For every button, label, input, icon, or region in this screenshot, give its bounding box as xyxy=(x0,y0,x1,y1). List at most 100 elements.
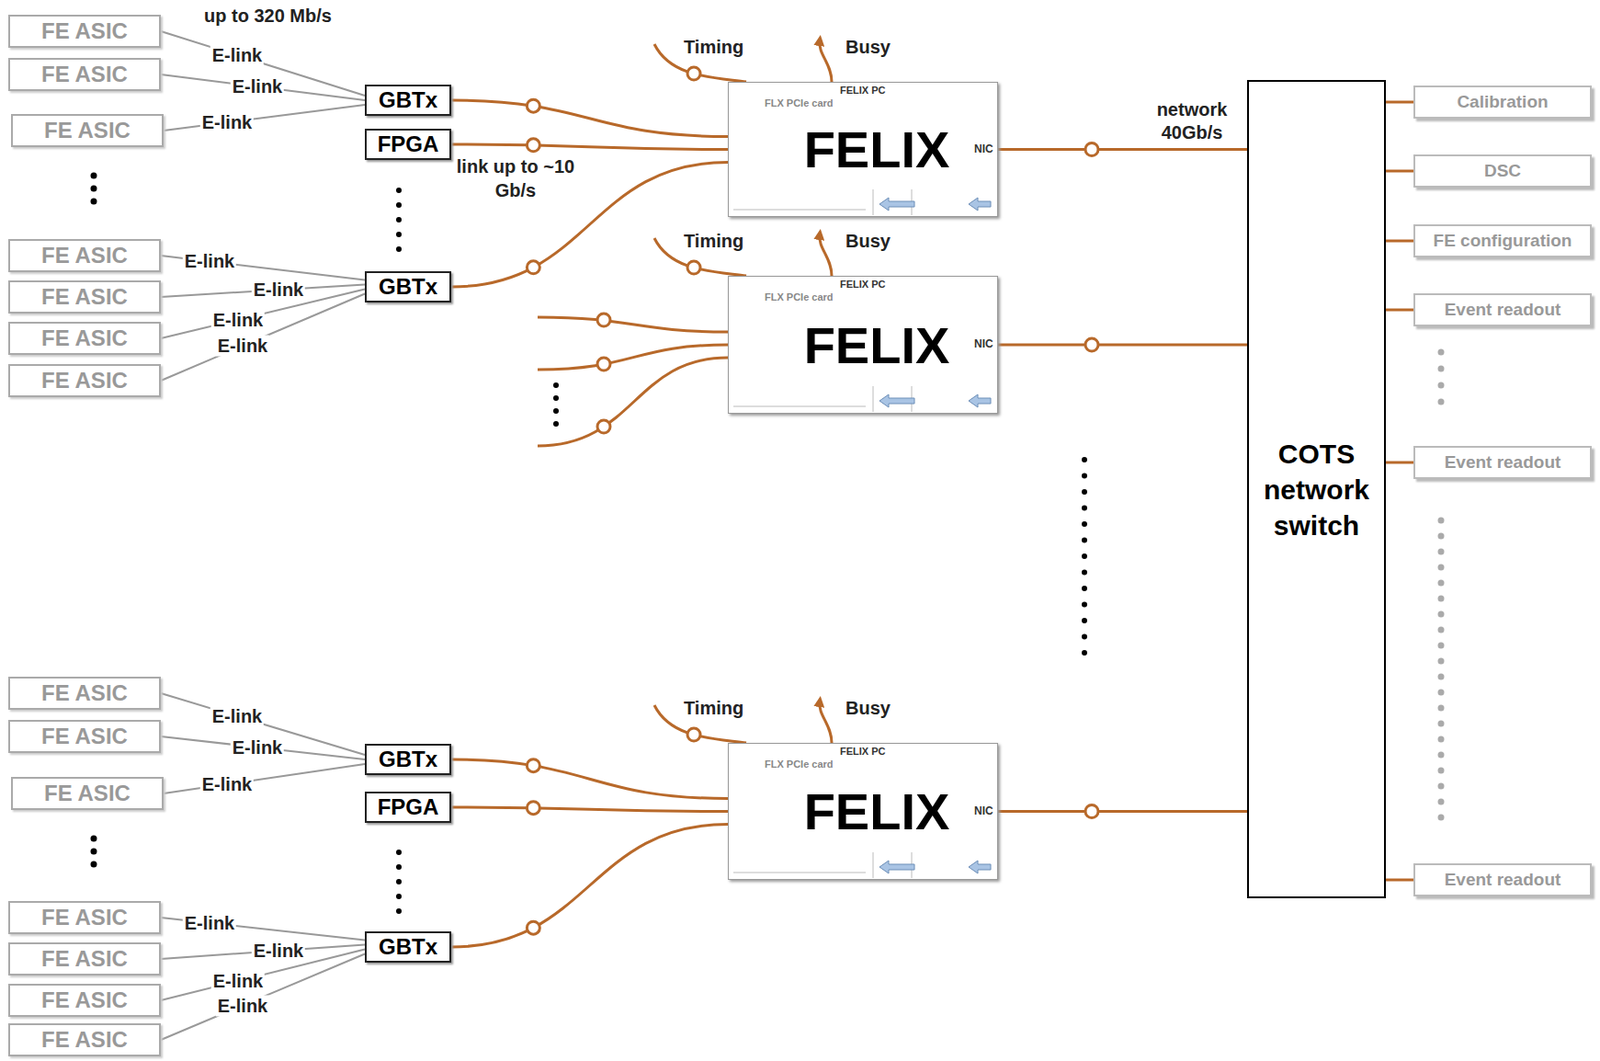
node-text: GBTx xyxy=(378,273,438,300)
fe-asic-box: FE ASIC xyxy=(8,983,161,1017)
annotation: NIC xyxy=(974,142,994,156)
node-text: FE ASIC xyxy=(41,283,128,310)
fe-asic-box: FE ASIC xyxy=(8,363,161,398)
edge-label: E-link xyxy=(215,335,270,357)
annotation: Timing xyxy=(683,36,744,58)
gbtx-box: FPGA xyxy=(364,128,452,160)
node-text: Calibration xyxy=(1456,91,1548,113)
node-text: FE ASIC xyxy=(44,117,131,144)
felix-internals xyxy=(733,189,991,216)
node-text: FE ASIC xyxy=(44,780,131,806)
node-text: FELIX xyxy=(804,781,951,841)
connector xyxy=(163,763,365,794)
fe-asic-box: FE ASIC xyxy=(8,1022,161,1056)
node-text: FELIX xyxy=(804,119,951,180)
node-text: COTS network switch xyxy=(1248,435,1385,544)
node-text: FE ASIC xyxy=(41,18,128,45)
connector xyxy=(998,805,1248,818)
ellipsis-dots xyxy=(1438,349,1445,821)
annotation: link up to ~10 Gb/s xyxy=(455,154,576,203)
connector xyxy=(160,74,365,101)
gbtx-box: GBTx xyxy=(364,743,452,775)
annotation: NIC xyxy=(974,337,994,351)
connector xyxy=(998,143,1248,157)
connector xyxy=(451,99,728,137)
node-text: Event readout xyxy=(1444,299,1562,320)
node-text: DSC xyxy=(1484,160,1521,182)
annotation: Busy xyxy=(845,697,891,719)
annotation: FLX PCIe card xyxy=(764,97,834,109)
edge-label: E-link xyxy=(211,970,265,992)
node-text: FE ASIC xyxy=(41,680,128,706)
service-box: Event readout xyxy=(1413,445,1592,479)
annotation: FELIX PC xyxy=(839,745,886,757)
node-text: FE ASIC xyxy=(41,242,128,269)
node-text: FE ASIC xyxy=(41,367,128,394)
connector xyxy=(1385,879,1414,881)
node-text: FPGA xyxy=(377,131,440,158)
node-text: Event readout xyxy=(1444,869,1562,890)
felix-internals xyxy=(733,385,991,412)
connector xyxy=(451,138,728,152)
annotation: up to 320 Mb/s xyxy=(204,5,332,27)
fe-asic-box: FE ASIC xyxy=(8,238,161,273)
edge-label: E-link xyxy=(182,911,237,933)
fe-asic-box: FE ASIC xyxy=(8,900,161,934)
edge-label: E-link xyxy=(210,45,264,67)
connector xyxy=(998,338,1248,352)
edge-label: E-link xyxy=(200,772,254,795)
node-text: FE ASIC xyxy=(41,987,128,1013)
gbtx-box: GBTx xyxy=(364,84,452,116)
connector xyxy=(160,953,365,1041)
node-text: FE configuration xyxy=(1433,230,1573,251)
edge-label: E-link xyxy=(182,250,237,273)
fe-asic-box: FE ASIC xyxy=(8,719,161,753)
edge-label: E-link xyxy=(251,940,306,962)
connector xyxy=(451,162,728,288)
connector xyxy=(1385,462,1414,464)
annotation: Busy xyxy=(845,36,891,58)
fe-asic-box: FE ASIC xyxy=(8,57,161,91)
annotation: FELIX PC xyxy=(839,278,886,290)
service-box: Event readout xyxy=(1413,862,1592,897)
edge-label: E-link xyxy=(230,736,284,758)
service-box: Calibration xyxy=(1413,85,1592,119)
connector xyxy=(1385,102,1414,103)
edge-label: E-link xyxy=(211,308,265,330)
fe-asic-box: FE ASIC xyxy=(8,321,161,355)
connector xyxy=(160,736,365,760)
node-text: FE ASIC xyxy=(41,61,128,88)
connector xyxy=(451,801,728,815)
fe-asic-box: FE ASIC xyxy=(8,280,161,314)
node-text: FELIX xyxy=(804,315,951,375)
gbtx-box: FPGA xyxy=(364,791,452,823)
edge-label: E-link xyxy=(230,76,284,98)
node-text: FE ASIC xyxy=(41,325,128,352)
annotation: Busy xyxy=(845,230,891,252)
node-text: GBTx xyxy=(378,87,438,114)
edge-label: E-link xyxy=(251,279,306,301)
node-text: FPGA xyxy=(377,794,440,820)
connector xyxy=(451,824,728,948)
connector xyxy=(451,759,728,799)
node-text: Event readout xyxy=(1444,452,1562,473)
annotation: Timing xyxy=(683,697,744,719)
edge-label: E-link xyxy=(210,705,264,727)
service-box: Event readout xyxy=(1413,293,1592,327)
connector xyxy=(1385,170,1414,172)
fe-asic-box: FE ASIC xyxy=(8,14,161,48)
connector xyxy=(1385,240,1414,242)
connector xyxy=(160,294,365,382)
node-text: FE ASIC xyxy=(41,945,128,972)
annotation: Timing xyxy=(683,230,744,252)
connector xyxy=(1385,309,1414,311)
service-box: FE configuration xyxy=(1413,224,1592,258)
node-text: FE ASIC xyxy=(41,723,128,749)
annotation: FELIX PC xyxy=(839,84,886,96)
edge-label: E-link xyxy=(215,994,270,1016)
network-switch: COTS network switch xyxy=(1247,79,1386,898)
fe-asic-box: FE ASIC xyxy=(8,941,161,976)
connector xyxy=(163,104,365,131)
annotation: FLX PCIe card xyxy=(764,291,834,303)
edge-label: network 40Gb/s xyxy=(1142,98,1242,145)
